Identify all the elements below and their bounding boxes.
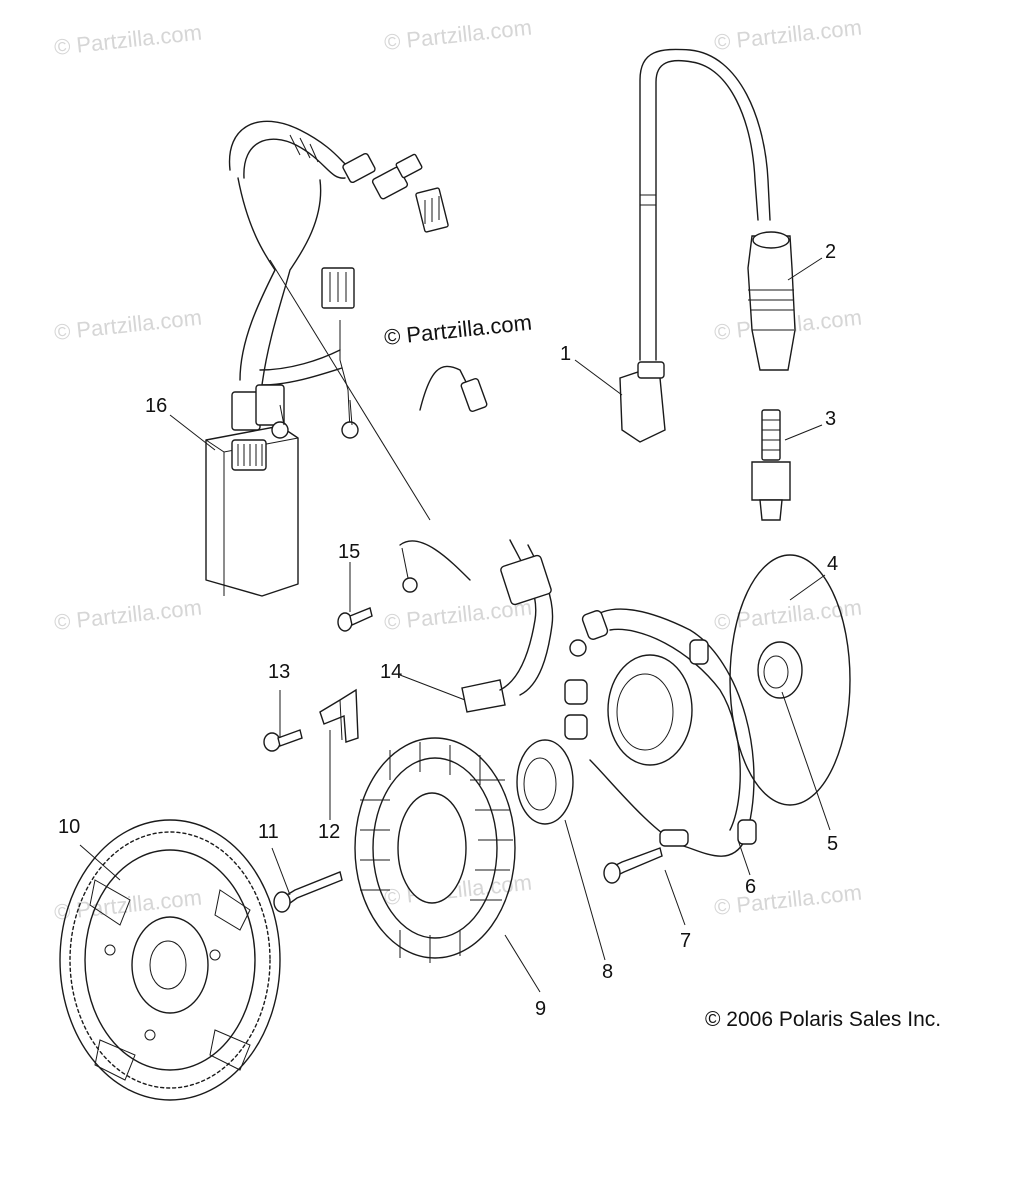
- callout-11[interactable]: 11: [258, 821, 279, 843]
- bolt-part-11[interactable]: [273, 871, 343, 913]
- pickup-sensor-part-14[interactable]: [419, 365, 554, 713]
- leader-lines: [79, 257, 831, 993]
- callout-3[interactable]: 3: [825, 408, 836, 430]
- flywheel-part-10[interactable]: [59, 819, 281, 1101]
- callout-2[interactable]: 2: [825, 241, 836, 263]
- callout-8[interactable]: 8: [602, 961, 613, 983]
- callout-13[interactable]: 13: [268, 661, 290, 683]
- watermark: © Partzilla.com: [713, 880, 863, 920]
- bracket-part-12[interactable]: [319, 688, 359, 743]
- callout-7[interactable]: 7: [680, 930, 691, 952]
- callout-4[interactable]: 4: [827, 553, 838, 575]
- watermark: © Partzilla.com: [53, 595, 203, 635]
- spark-plug-cap-part-2[interactable]: [747, 231, 796, 371]
- callout-labels: 1 2 3 4 5 6 7 8 9 10 11 12 13 14 15 16: [58, 241, 838, 1020]
- watermark: © Partzilla.com: [53, 20, 203, 60]
- spark-plug-part-3[interactable]: [751, 409, 791, 521]
- watermark: © Partzilla.com: [53, 305, 203, 345]
- ground-bolt-part-15[interactable]: [337, 540, 471, 632]
- gasket-part-4[interactable]: [729, 554, 851, 806]
- stator-housing-part-6[interactable]: [564, 608, 757, 857]
- wire-harness: [228, 120, 449, 521]
- screw-part-13[interactable]: [263, 729, 303, 752]
- callout-9[interactable]: 9: [535, 998, 546, 1020]
- watermark: © Partzilla.com: [713, 15, 863, 55]
- callout-6[interactable]: 6: [745, 876, 756, 898]
- oil-seal-part-5[interactable]: [757, 641, 803, 699]
- copyright-notice: © 2006 Polaris Sales Inc.: [705, 1008, 941, 1031]
- cdi-module-part-16[interactable]: [205, 425, 299, 597]
- callout-16[interactable]: 16: [145, 395, 167, 417]
- center-watermark: © Partzilla.com: [383, 310, 533, 350]
- callout-1[interactable]: 1: [560, 343, 571, 365]
- ignition-coil-part-1[interactable]: [619, 48, 771, 443]
- callout-12[interactable]: 12: [318, 821, 340, 843]
- callout-15[interactable]: 15: [338, 541, 360, 563]
- callout-14[interactable]: 14: [380, 661, 402, 683]
- bolt-part-7[interactable]: [603, 847, 663, 884]
- callout-10[interactable]: 10: [58, 816, 80, 838]
- oil-seal-part-8[interactable]: [516, 739, 574, 825]
- watermark-layer: © Partzilla.com © Partzilla.com © Partzi…: [53, 15, 863, 925]
- callout-5[interactable]: 5: [827, 833, 838, 855]
- stator-part-9[interactable]: [354, 737, 516, 963]
- watermark: © Partzilla.com: [383, 15, 533, 55]
